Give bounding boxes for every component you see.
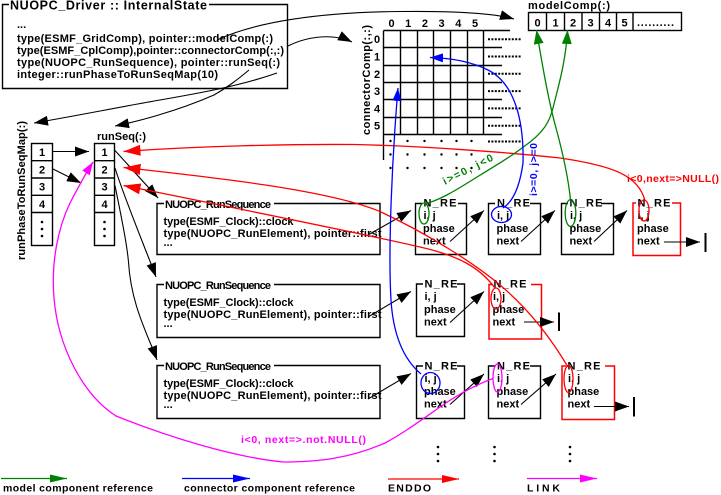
svg-text:i, j: i, j [493, 291, 505, 303]
svg-text:N_RE: N_RE [638, 198, 671, 210]
svg-text:1: 1 [552, 18, 558, 30]
svg-text:LINK: LINK [527, 483, 560, 495]
svg-text:4: 4 [374, 103, 381, 115]
svg-text:2: 2 [39, 164, 45, 176]
svg-text:runPhaseToRunSeqMap(:): runPhaseToRunSeqMap(:) [16, 121, 28, 260]
svg-text:i, j: i, j [425, 291, 437, 303]
svg-text:3: 3 [39, 182, 45, 194]
svg-text:phase: phase [424, 386, 456, 398]
svg-text:next: next [497, 236, 520, 248]
svg-text:i, j: i, j [568, 373, 580, 385]
svg-text:phase: phase [497, 223, 529, 235]
svg-text:runSeq(:): runSeq(:) [97, 131, 146, 143]
svg-text:3: 3 [587, 18, 593, 30]
svg-text:...: ... [164, 318, 173, 330]
svg-text:type(ESMF_Clock)::clock: type(ESMF_Clock)::clock [164, 378, 295, 390]
svg-text:next: next [497, 399, 520, 411]
svg-text:type(NUOPC_RunElement), pointe: type(NUOPC_RunElement), pointer::first [164, 309, 382, 321]
svg-text:0: 0 [534, 18, 540, 30]
svg-text:N_RE: N_RE [425, 279, 458, 291]
svg-text:phase: phase [493, 304, 525, 316]
svg-text:phase: phase [497, 386, 529, 398]
svg-text:phase: phase [637, 223, 669, 235]
svg-text:NUOPC_RunSequence: NUOPC_RunSequence [165, 361, 271, 373]
svg-text:type(ESMF_CplComp),pointer::co: type(ESMF_CplComp),pointer::connectorCom… [17, 45, 284, 57]
svg-text:type(ESMF_Clock)::clock: type(ESMF_Clock)::clock [164, 297, 295, 309]
svg-text:2: 2 [374, 69, 380, 81]
svg-text:1: 1 [101, 147, 107, 159]
svg-text:i, j: i, j [497, 373, 509, 385]
svg-text:next: next [493, 317, 516, 329]
svg-text:2: 2 [570, 18, 576, 30]
svg-text:ENDDO: ENDDO [388, 483, 431, 495]
svg-text:i, j: i, j [424, 210, 436, 222]
svg-text:N_RE: N_RE [497, 198, 530, 210]
svg-text:0: 0 [374, 34, 380, 46]
svg-text:N_RE: N_RE [568, 361, 601, 373]
svg-text:4: 4 [605, 18, 612, 30]
svg-text:N_RE: N_RE [425, 361, 458, 373]
svg-text:modelComp(:): modelComp(:) [528, 0, 610, 12]
svg-text:phase: phase [424, 304, 456, 316]
svg-text:phase: phase [423, 223, 455, 235]
svg-text:NUOPC_Driver :: InternalState: NUOPC_Driver :: InternalState [10, 0, 207, 13]
svg-text:model component reference: model component reference [3, 483, 153, 495]
svg-text:type(ESMF_Clock)::clock: type(ESMF_Clock)::clock [164, 216, 295, 228]
svg-text:phase: phase [568, 386, 600, 398]
svg-text:i, j: i, j [425, 373, 437, 385]
svg-text:N_RE: N_RE [497, 361, 530, 373]
svg-text:2: 2 [422, 18, 428, 30]
svg-text:next: next [637, 236, 660, 248]
svg-text:i<0,next=>NULL(): i<0,next=>NULL() [627, 173, 719, 185]
svg-text:type(ESMF_GridComp), pointer::: type(ESMF_GridComp), pointer::modelComp(… [17, 33, 273, 45]
svg-text:type(NUOPC_RunSequence), point: type(NUOPC_RunSequence), pointer::runSeq… [17, 57, 280, 69]
svg-text:...: ... [17, 19, 26, 31]
svg-text:5: 5 [472, 18, 478, 30]
svg-text:connector component reference: connector component reference [184, 483, 355, 495]
svg-text:1: 1 [39, 147, 45, 159]
svg-text:...: ... [164, 237, 173, 249]
svg-text:3: 3 [374, 86, 380, 98]
svg-text:N_RE: N_RE [494, 279, 527, 291]
svg-text:..........: .......... [637, 17, 674, 29]
svg-text:4: 4 [455, 18, 462, 30]
svg-text:4: 4 [101, 199, 108, 211]
svg-text:1: 1 [405, 18, 411, 30]
svg-text:next: next [424, 317, 447, 329]
svg-text:type(NUOPC_RunElement), pointe: type(NUOPC_RunElement), pointer::first [164, 228, 382, 240]
svg-text:next: next [423, 236, 446, 248]
svg-text:3: 3 [101, 182, 107, 194]
svg-text:next: next [568, 399, 591, 411]
svg-text:3: 3 [439, 18, 445, 30]
svg-text:5: 5 [374, 121, 380, 133]
svg-text:4: 4 [39, 199, 46, 211]
svg-text:integer::runPhaseToRunSeqMap(1: integer::runPhaseToRunSeqMap(10) [17, 69, 218, 81]
svg-text:2: 2 [101, 164, 107, 176]
svg-text:phase: phase [570, 223, 602, 235]
svg-text:next: next [424, 399, 447, 411]
svg-text:connectorComp(:,:): connectorComp(:,:) [361, 25, 373, 135]
svg-text:0: 0 [388, 18, 394, 30]
svg-text:i, j: i, j [497, 210, 509, 222]
svg-text:N_RE: N_RE [424, 198, 457, 210]
svg-text:NUOPC_RunSequence: NUOPC_RunSequence [165, 280, 271, 292]
svg-text:type(NUOPC_RunElement), pointe: type(NUOPC_RunElement), pointer::first [164, 390, 382, 402]
svg-text:next: next [570, 236, 593, 248]
svg-text:...: ... [164, 399, 173, 411]
svg-text:1: 1 [374, 52, 380, 64]
svg-text:N_RE: N_RE [570, 198, 603, 210]
svg-text:i<0, next=>.not.NULL(): i<0, next=>.not.NULL() [241, 434, 366, 446]
svg-text:i>=0, j>=0: i>=0, j>=0 [528, 143, 540, 196]
svg-text:5: 5 [621, 18, 627, 30]
